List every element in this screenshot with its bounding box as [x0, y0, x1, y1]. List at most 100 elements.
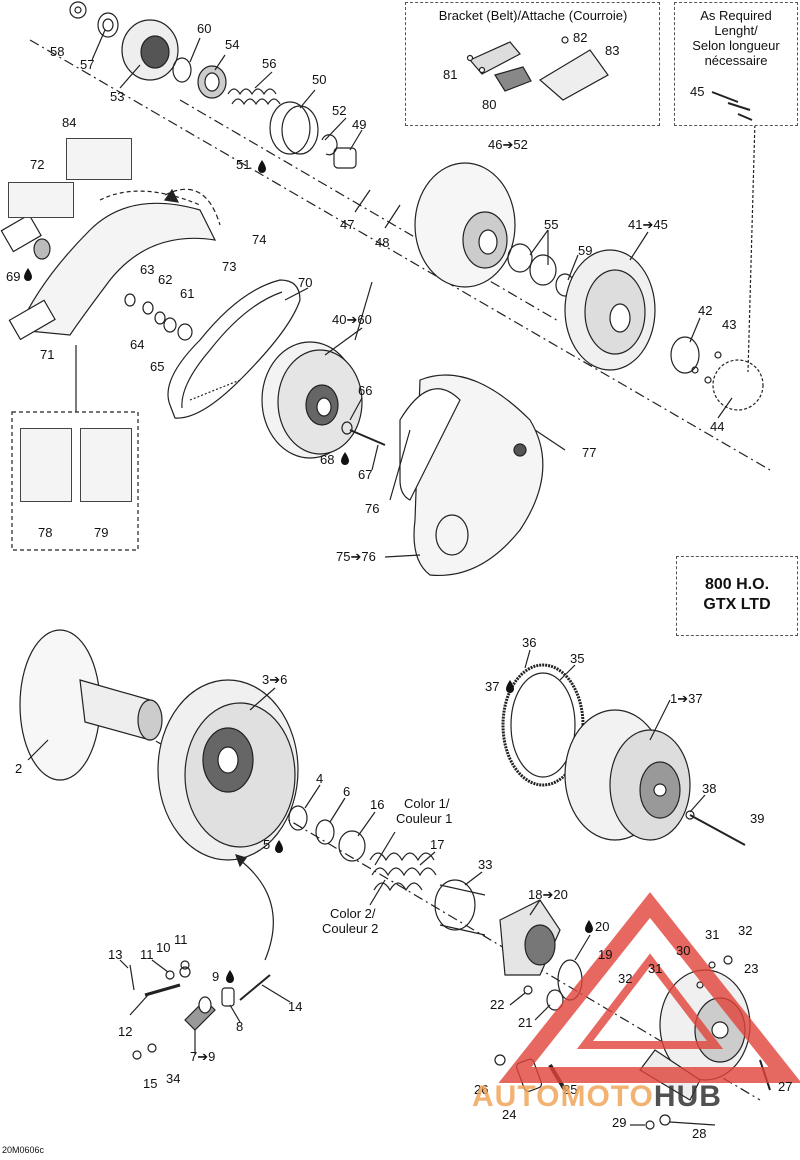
part-76-cover: [399, 388, 461, 501]
part-34-washer: [147, 1043, 157, 1053]
callout-81: 81: [443, 67, 458, 82]
callout-57: 57: [80, 57, 95, 72]
label-card-78: [20, 428, 72, 502]
part-10-roller: [179, 966, 191, 978]
as-required-line2: Lenght/: [714, 23, 758, 38]
part-82-rivet: [561, 36, 569, 44]
part-43-nut: [714, 351, 722, 359]
drawing-code: 20M0606c: [2, 1145, 45, 1155]
model-box: 800 H.O. GTX LTD: [676, 556, 798, 636]
watermark-text: AUTOMOTOHUB: [472, 1080, 722, 1114]
callout-49: 49: [352, 117, 367, 132]
callout-27: 27: [778, 1079, 793, 1094]
part-65-seal: [177, 323, 193, 341]
part-32-washer: [723, 955, 733, 965]
part-2-fixed-sheave: [19, 629, 163, 781]
part-63-washer: [124, 293, 136, 307]
callout-58: 58: [50, 44, 65, 59]
part-55-shim: [507, 243, 533, 273]
callout-34: 34: [166, 1071, 181, 1086]
part-40-60-driven-pulley: [261, 341, 363, 459]
callout-60: 60: [197, 21, 212, 36]
part-41-45-movable-sheave: [564, 249, 656, 371]
callout-82: 82: [573, 30, 588, 45]
part-58-cap: [69, 1, 87, 19]
color1-label-a: Color 1/: [404, 796, 450, 811]
part-12-axle: [144, 983, 181, 997]
color1-label-b: Couleur 1: [396, 811, 453, 826]
box-parts-drawing: [466, 36, 753, 121]
callout-35: 35: [570, 651, 585, 666]
part-52-clip: [321, 134, 338, 156]
callout-15: 15: [143, 1076, 158, 1091]
as-required-line3: Selon longueur: [692, 38, 780, 53]
part-57-washer: [97, 12, 119, 38]
part-7-9-arm: [184, 996, 216, 1031]
callout-11-b: 11: [174, 932, 188, 947]
callout-75-76: 75➔76: [336, 549, 376, 564]
drop-icon-69: [24, 268, 32, 281]
part-39-bolt: [689, 814, 746, 846]
callout-56: 56: [262, 56, 277, 71]
watermark-part2: HUB: [653, 1080, 722, 1113]
part-80-pad: [494, 66, 532, 92]
part-13-pin: [129, 964, 135, 991]
part-66-washer: [341, 421, 353, 435]
callout-8: 8: [236, 1019, 244, 1034]
callout-40-60: 40➔60: [332, 312, 372, 327]
part-69-shaft: [0, 213, 42, 253]
callout-52: 52: [332, 103, 347, 118]
callout-7-9: 7➔9: [190, 1049, 216, 1064]
part-49-sleeve: [333, 147, 357, 169]
drop-icon-9: [226, 970, 234, 983]
callout-28: 28: [692, 1126, 707, 1141]
center-axis-line-mid: [179, 99, 561, 323]
center-axis-line-lower: [69, 689, 761, 1101]
callout-51: 51: [236, 157, 251, 172]
callout-25: 25: [563, 1082, 578, 1097]
part-8-bushing: [221, 987, 235, 1007]
callout-36: 36: [522, 635, 537, 650]
part-54-bushing: [197, 65, 227, 99]
label-card-72: [8, 182, 74, 218]
callout-62: 62: [158, 272, 173, 287]
callout-44: 44: [710, 419, 725, 434]
part-81-clip: [469, 41, 521, 75]
callout-37: 37: [485, 679, 500, 694]
callout-73: 73: [222, 259, 237, 274]
callout-69: 69: [6, 269, 21, 284]
callout-45: 45: [690, 84, 705, 99]
callout-10: 10: [156, 940, 171, 955]
part-16-seat: [338, 830, 366, 862]
callout-14: 14: [288, 999, 303, 1014]
callout-23: 23: [744, 961, 759, 976]
part-11-washer: [165, 970, 175, 980]
callout-31-b: 31: [648, 961, 663, 976]
callout-84: 84: [62, 115, 77, 130]
callout-26: 26: [474, 1082, 489, 1097]
callout-5: 5: [263, 837, 271, 852]
callout-64: 64: [130, 337, 145, 352]
callout-83: 83: [605, 43, 620, 58]
part-22-nut: [523, 985, 533, 995]
part-53-cover: [121, 19, 179, 81]
callout-80: 80: [482, 97, 497, 112]
part-44-screws: [712, 359, 764, 411]
callout-9: 9: [212, 969, 220, 984]
callout-77: 77: [582, 445, 597, 460]
center-axis-line-upper: [29, 39, 771, 471]
part-6-ring: [315, 819, 335, 845]
part-56-spring: [227, 88, 277, 96]
as-required-line4: nécessaire: [704, 53, 768, 68]
drop-icon-37: [506, 680, 514, 693]
part-71-belt-guard: [17, 202, 217, 336]
part-45-screw: [711, 91, 739, 103]
callout-38: 38: [702, 781, 717, 796]
callout-6: 6: [343, 784, 351, 799]
color2-label-a: Color 2/: [330, 906, 376, 921]
part-29-washer: [645, 1120, 655, 1130]
part-33-sleeve: [434, 879, 486, 936]
callout-48: 48: [375, 235, 390, 250]
part-1-37-drive-pulley: [564, 709, 691, 841]
